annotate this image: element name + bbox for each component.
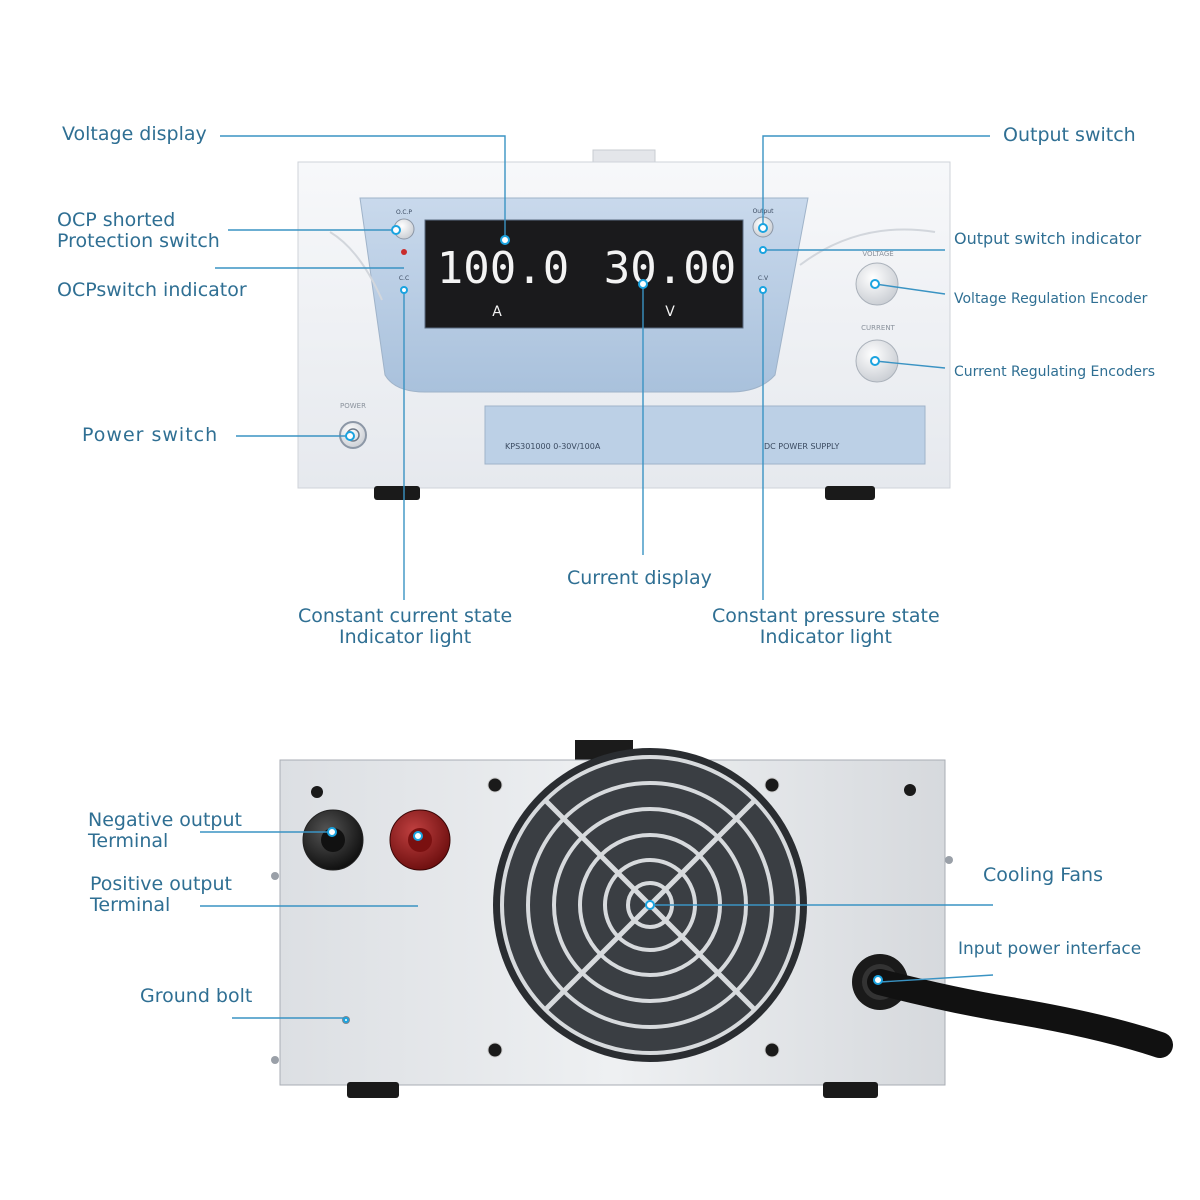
label-input-power: Input power interface [958,939,1142,959]
model-plate [484,405,926,465]
cv-label: C.V [758,275,769,282]
current-unit: A [492,304,502,320]
ocp-indicator-led [401,249,407,255]
label-current-encoder: Current Regulating Encoders [954,364,1156,380]
label-cooling-fans: Cooling Fans [983,864,1103,886]
front-device: 100.0 A 30.00 V O.C.P C.C Output C.V VOL… [297,149,951,500]
voltage-unit: V [665,304,675,320]
label-power-switch: Power switch [82,424,219,446]
label-ground-bolt: Ground bolt [140,985,253,1007]
callout-dots [327,223,883,1023]
label-current-display: Current display [567,567,712,589]
model-text: KPS301000 0-30V/100A [505,442,601,451]
rear-foot-right [823,1082,878,1098]
label-voltage-display: Voltage display [62,123,207,145]
ocp-button-label: O.C.P [396,209,412,216]
display-window [424,219,744,329]
voltage-readout: 30.00 [604,243,736,294]
cc-label: C.C [399,275,409,282]
rear-device [271,740,1173,1098]
front-foot-right [825,486,875,500]
current-knob-label: CURRENT [861,324,895,332]
label-positive-terminal: Positive output Terminal [90,873,232,916]
label-constant-current: Constant current state Indicator light [298,605,513,648]
rear-foot-left [347,1082,399,1098]
label-output-switch: Output switch [1003,124,1136,146]
voltage-knob-label: VOLTAGE [862,250,893,258]
leader-lines [200,135,994,1019]
label-ocp-indicator: OCPswitch indicator [57,279,247,301]
power-label: POWER [340,402,366,410]
supply-text: DC POWER SUPPLY [764,442,839,451]
current-readout: 100.0 [437,243,569,294]
label-constant-pressure: Constant pressure state Indicator light [712,605,940,648]
label-negative-terminal: Negative output Terminal [88,809,242,852]
label-ocp-switch: OCP shorted Protection switch [57,209,220,252]
label-output-indicator: Output switch indicator [954,229,1142,248]
front-foot-left [374,486,420,500]
label-voltage-encoder: Voltage Regulation Encoder [954,291,1148,307]
